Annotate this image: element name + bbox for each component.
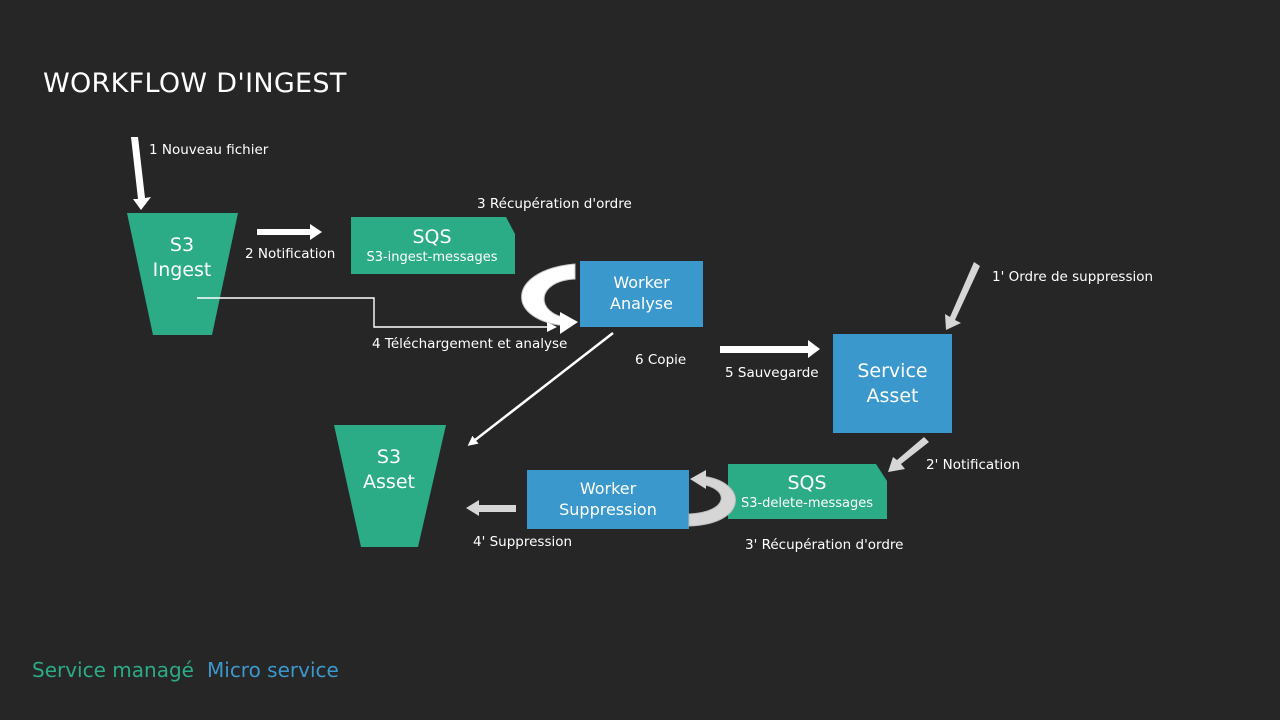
arrow-notification (257, 224, 322, 240)
arrow-new-file (131, 137, 151, 210)
step4p-label: 4' Suppression (473, 534, 573, 550)
worker-suppression-line2: Suppression (559, 499, 657, 519)
sqs-delete-title: SQS (787, 472, 827, 495)
arrow-delete-order (945, 262, 980, 330)
worker-analyse-line1: Worker (613, 273, 670, 293)
service-asset-label: Service Asset (833, 334, 952, 433)
arrow-save (720, 340, 820, 358)
s3-asset-label: S3 Asset (346, 440, 432, 500)
worker-suppression-label: Worker Suppression (527, 470, 689, 529)
step4-label: 4 Téléchargement et analyse (372, 336, 568, 352)
step5-label: 5 Sauvegarde (725, 365, 819, 381)
worker-suppression-line1: Worker (579, 478, 637, 498)
s3-asset-bucket (334, 425, 446, 547)
s3-asset-line2: Asset (363, 471, 415, 493)
arrow-notification-delete (888, 437, 929, 472)
service-asset-line1: Service (857, 359, 928, 382)
sqs-ingest-subtitle: S3-ingest-messages (366, 249, 498, 265)
worker-analyse-label: Worker Analyse (580, 261, 703, 327)
s3-asset-line1: S3 (376, 446, 402, 469)
sqs-ingest-title: SQS (412, 226, 452, 249)
arrow-suppression (466, 500, 516, 516)
connector-download (197, 297, 557, 332)
curved-arrow-delete-head (690, 470, 706, 489)
s3-ingest-bucket (127, 213, 238, 335)
arrow-copy (467, 332, 614, 446)
s3-ingest-line2: Ingest (152, 259, 212, 281)
sqs-ingest-label: SQS S3-ingest-messages (351, 221, 513, 271)
sqs-delete-label: SQS S3-delete-messages (728, 467, 886, 517)
worker-analyse-box (580, 261, 703, 327)
s3-ingest-label: S3 Ingest (140, 228, 224, 288)
sqs-delete-queue (728, 464, 887, 519)
step3-label: 3 Récupération d'ordre (477, 196, 632, 212)
worker-suppression-box (527, 470, 689, 529)
page-title: WORKFLOW D'INGEST (43, 68, 347, 99)
legend-micro-service: Micro service (207, 658, 339, 682)
step1-label: 1 Nouveau fichier (149, 142, 269, 158)
step3p-label: 3' Récupération d'ordre (745, 537, 904, 553)
curved-arrow-head (560, 312, 578, 334)
worker-analyse-line2: Analyse (610, 294, 673, 313)
step1p-label: 1' Ordre de suppression (992, 269, 1154, 285)
service-asset-line2: Asset (866, 384, 919, 407)
legend-managed-service: Service managé (32, 658, 194, 682)
sqs-delete-subtitle: S3-delete-messages (740, 495, 874, 511)
service-asset-box (833, 334, 952, 433)
step2p-label: 2' Notification (926, 457, 1021, 473)
step6-label: 6 Copie (635, 352, 687, 368)
s3-ingest-line1: S3 (169, 234, 195, 257)
sqs-ingest-queue (351, 217, 515, 274)
step2-label: 2 Notification (245, 246, 336, 262)
